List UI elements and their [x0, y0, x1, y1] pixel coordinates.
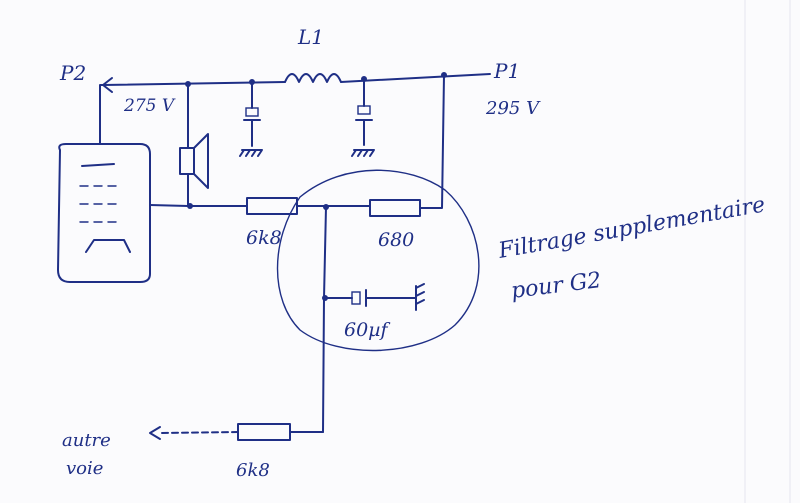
paper-bleed-through: [744, 0, 791, 503]
label-r-right: 680: [378, 229, 414, 251]
note-line-2: pour G2: [510, 268, 603, 304]
label-voltage-p2: 275 V: [123, 96, 176, 116]
dashed-wire: [159, 431, 239, 434]
label-p1: P1: [493, 59, 520, 83]
label-voltage-p1: 295 V: [485, 98, 541, 119]
capacitor-c2: [351, 78, 375, 157]
label-other-channel-2: voie: [66, 458, 103, 479]
highlight-circle: [276, 169, 480, 352]
top-rail-left: [102, 81, 286, 86]
speaker-symbol: [179, 83, 209, 207]
other-channel-arrow: [149, 426, 161, 440]
capacitor-60uf: [324, 283, 425, 311]
label-other-channel-1: autre: [62, 430, 111, 451]
middle-rail-right: [419, 74, 445, 209]
resistor-6k8-bottom: [237, 423, 291, 441]
label-r-bottom: 6k8: [236, 460, 270, 481]
label-l1: L1: [297, 25, 324, 49]
inductor-l1: [284, 73, 342, 83]
capacitor-c1: [239, 81, 263, 157]
tube-symbol: [57, 84, 189, 283]
ground-symbol: [415, 283, 425, 311]
label-r-left: 6k8: [246, 227, 282, 249]
label-capacitor: 60µf: [344, 319, 391, 341]
vertical-wire: [322, 206, 327, 433]
resistor-680: [369, 199, 421, 217]
label-p2: P2: [59, 61, 86, 85]
ground-symbol: [351, 149, 375, 157]
resistor-6k8-top: [246, 197, 298, 215]
p2-arrow: [102, 77, 113, 93]
ground-symbol: [239, 149, 263, 157]
note-line-1: Filtrage supplementaire: [496, 192, 767, 264]
